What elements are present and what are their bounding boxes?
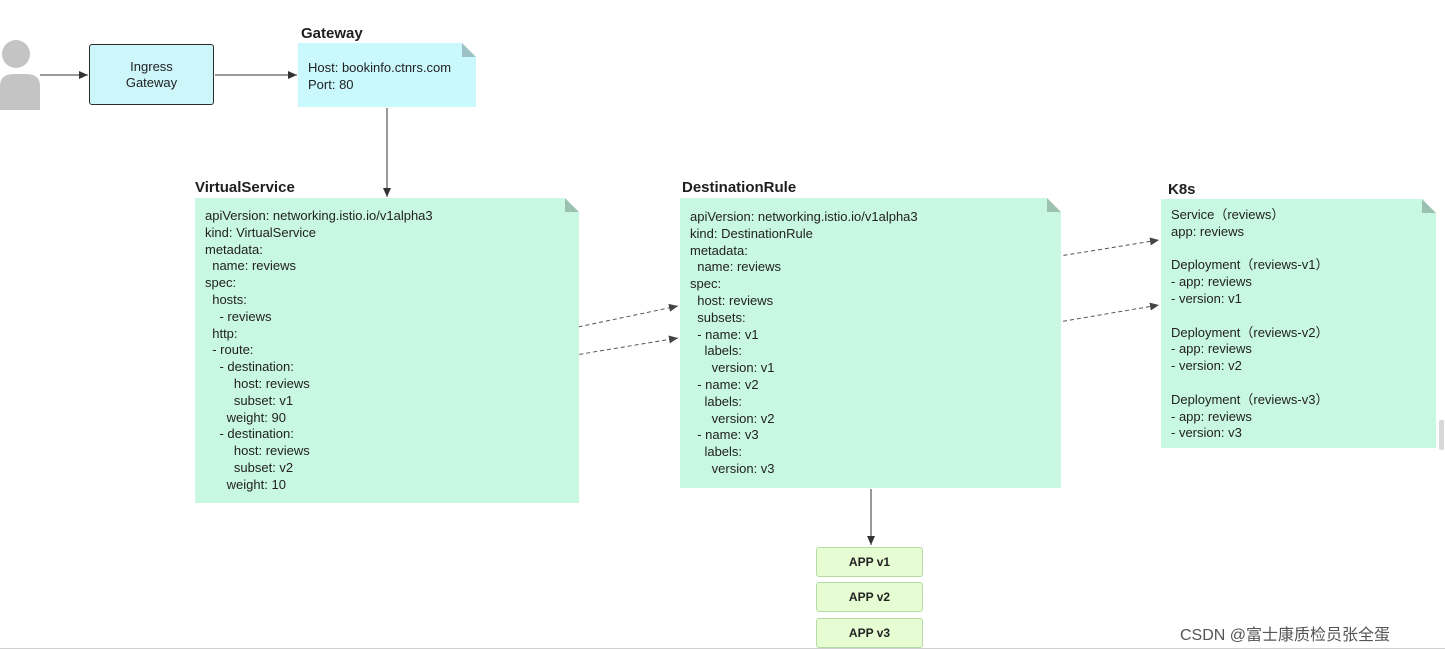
gateway-note: Host: bookinfo.ctnrs.com Port: 80 — [298, 43, 476, 107]
destinationrule-note: apiVersion: networking.istio.io/v1alpha3… — [680, 198, 1061, 488]
k8s-resources: Service（reviews） app: reviews Deployment… — [1171, 207, 1329, 441]
app-v1-box: APP v1 — [816, 547, 923, 577]
destinationrule-yaml: apiVersion: networking.istio.io/v1alpha3… — [690, 209, 918, 476]
bottom-divider — [0, 648, 1445, 649]
ingress-gateway-box: Ingress Gateway — [89, 44, 214, 105]
destinationrule-title: DestinationRule — [682, 179, 797, 196]
virtualservice-yaml: apiVersion: networking.istio.io/v1alpha3… — [205, 208, 433, 492]
app-v2-box: APP v2 — [816, 582, 923, 612]
dashed-arrow-subset-to-dr — [309, 335, 679, 400]
gateway-title: Gateway — [301, 25, 363, 42]
app-v3-box: APP v3 — [816, 618, 923, 648]
virtualservice-title: VirtualService — [195, 179, 295, 196]
watermark: CSDN @富士康质检员张全蛋 — [1180, 627, 1391, 644]
k8s-title: K8s — [1168, 181, 1196, 198]
scrollbar-thumb[interactable] — [1439, 420, 1444, 450]
gateway-port: Port: 80 — [308, 77, 354, 92]
virtualservice-note: apiVersion: networking.istio.io/v1alpha3… — [195, 198, 579, 503]
gateway-host: Host: bookinfo.ctnrs.com — [308, 60, 452, 75]
k8s-note: Service（reviews） app: reviews Deployment… — [1161, 199, 1436, 448]
user-icon — [0, 38, 40, 110]
